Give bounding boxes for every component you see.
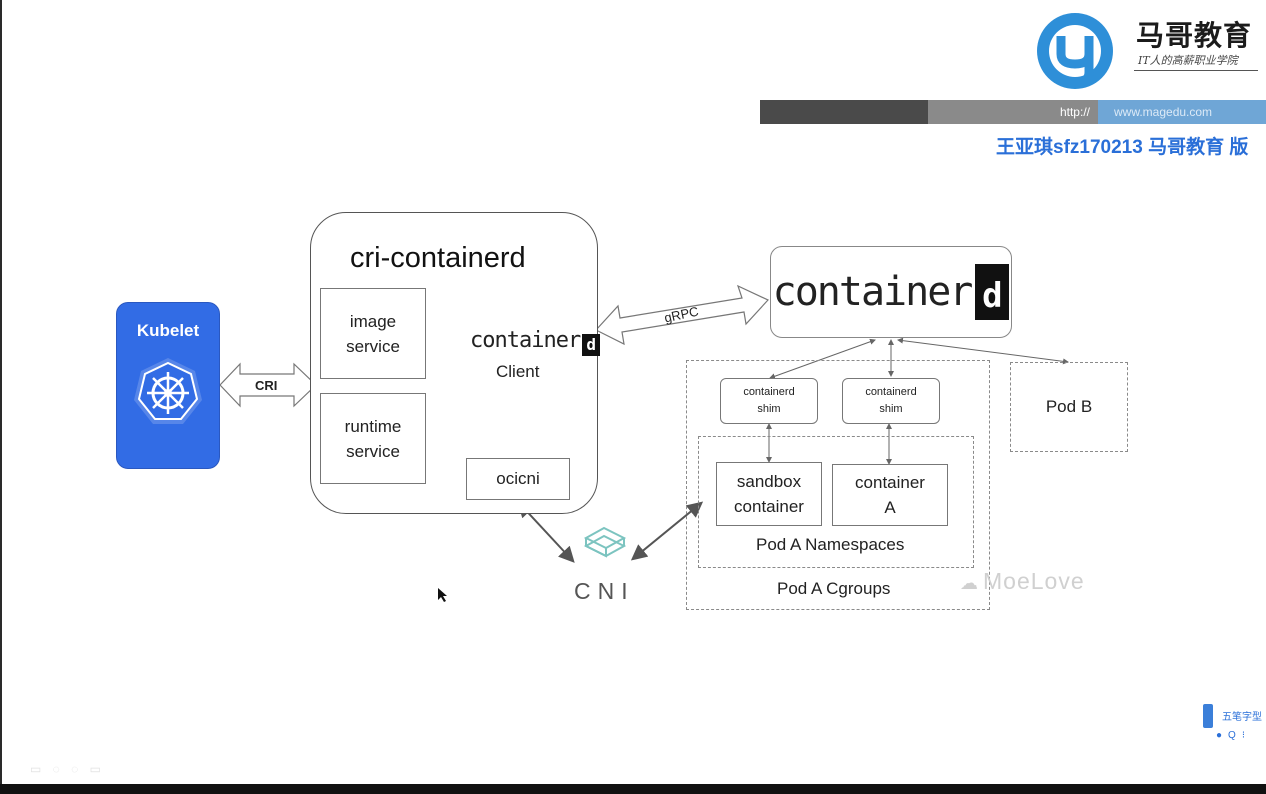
- moelove-text: MoeLove: [983, 568, 1085, 594]
- kubernetes-helm-icon: [134, 358, 202, 424]
- cni-to-pod-line: [630, 501, 704, 561]
- pod-a-cgroups-label: Pod A Cgroups: [777, 579, 891, 598]
- pod-a-namespaces-box: [698, 436, 974, 568]
- sandbox-container-box: sandbox container: [716, 462, 822, 526]
- pod-a-cgroups-box: [686, 360, 990, 610]
- containerd-small-text: container: [470, 328, 581, 353]
- containerd-to-shim1-line: [769, 338, 876, 380]
- containerd-big-text: container: [772, 269, 974, 315]
- containerd-shim-1: containerd shim: [720, 378, 818, 424]
- containerd-to-podb-line: [897, 337, 1069, 365]
- bottom-letterbox: [0, 784, 1266, 794]
- faint-toolbar: ▭ ◌ ◌ ▭: [30, 762, 105, 776]
- moelove-watermark: ☁MoeLove: [960, 568, 1085, 595]
- kubelet-box: Kubelet: [116, 302, 220, 469]
- containerd-d-icon: d: [582, 334, 601, 356]
- pod-a-namespaces-label: Pod A Namespaces: [756, 535, 905, 554]
- client-label: Client: [496, 362, 540, 381]
- slogan-underline: [1134, 70, 1258, 71]
- brand-name: 马哥教育: [1136, 20, 1253, 51]
- url-banner: http:// www.magedu.com: [760, 100, 1266, 124]
- ocicni-box: ocicni: [466, 458, 570, 500]
- cri-containerd-title: cri-containerd: [350, 242, 526, 274]
- runtime-service-box: runtime service: [320, 393, 426, 484]
- url-banner-dark: [760, 100, 928, 124]
- input-method-tab[interactable]: [1203, 704, 1213, 728]
- kubelet-label: Kubelet: [136, 321, 200, 340]
- containerd-big-d-icon: d: [975, 264, 1010, 320]
- url-prefix: http://: [928, 100, 1098, 124]
- copyright-watermark: 王亚琪sfz170213 马哥教育 版: [996, 137, 1249, 158]
- cni-label: CNI: [574, 578, 635, 604]
- input-method-label[interactable]: 五笔字型: [1222, 712, 1262, 723]
- brand-logo-icon: [1037, 13, 1113, 89]
- containerd-shim-2: containerd shim: [842, 378, 940, 424]
- cri-label: CRI: [255, 378, 278, 393]
- cni-logo-icon: [583, 526, 627, 558]
- container-a-box: container A: [832, 464, 948, 526]
- pod-b-box: Pod B: [1010, 362, 1128, 452]
- mouse-cursor-icon: [438, 588, 447, 602]
- url-text: www.magedu.com: [1098, 100, 1266, 124]
- brand-slogan: IT人的高薪职业学院: [1138, 54, 1238, 67]
- grpc-arrow: [595, 284, 769, 346]
- image-service-box: image service: [320, 288, 426, 379]
- window-edge: [0, 0, 2, 784]
- wechat-icon: ☁: [960, 573, 979, 593]
- input-method-icons[interactable]: ●Q⁝: [1216, 730, 1251, 741]
